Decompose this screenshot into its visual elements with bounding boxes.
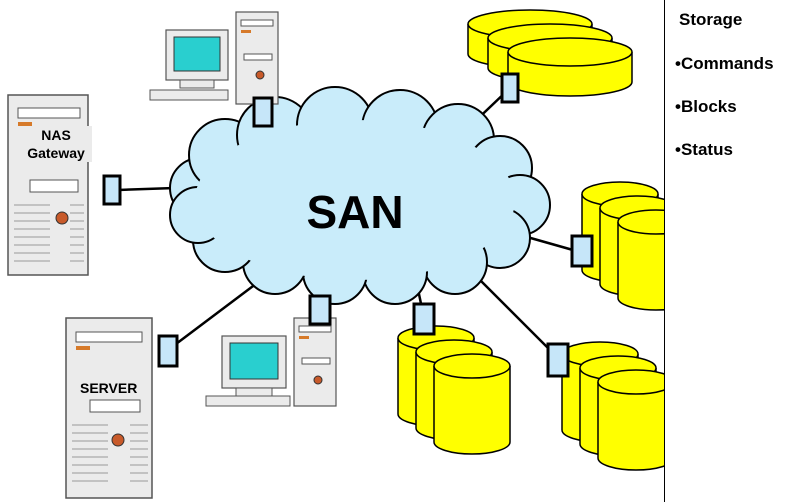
workstation-bottom [205, 317, 337, 407]
storage-array-bottom [397, 325, 511, 455]
san-label: SAN [306, 186, 403, 238]
storage-item-commands: •Commands [675, 54, 774, 73]
storage-info-panel: Storage •Commands •Blocks •Status [664, 0, 812, 502]
nas-gateway-server [7, 94, 89, 276]
connector-storage-bottom-right [546, 342, 570, 378]
connector-storage-top [500, 72, 520, 104]
port-connectors [102, 72, 594, 378]
storage-array-top [467, 9, 633, 97]
connector-storage-bottom [412, 302, 436, 336]
storage-array-bottom-right [561, 341, 675, 471]
connector-nas [102, 174, 122, 206]
nas-gateway-label: NAS Gateway [20, 126, 92, 162]
storage-title: Storage [679, 10, 743, 29]
workstation-top [149, 11, 279, 105]
connector-server [157, 334, 179, 368]
server-tower [65, 317, 153, 499]
storage-item-blocks: •Blocks [675, 97, 737, 116]
connector-storage-right [570, 234, 594, 268]
connector-workstation-bottom [308, 294, 332, 326]
server-label: SERVER [80, 380, 138, 396]
san-cloud [169, 86, 551, 305]
connector-workstation-top [252, 96, 274, 128]
storage-item-status: •Status [675, 140, 733, 159]
